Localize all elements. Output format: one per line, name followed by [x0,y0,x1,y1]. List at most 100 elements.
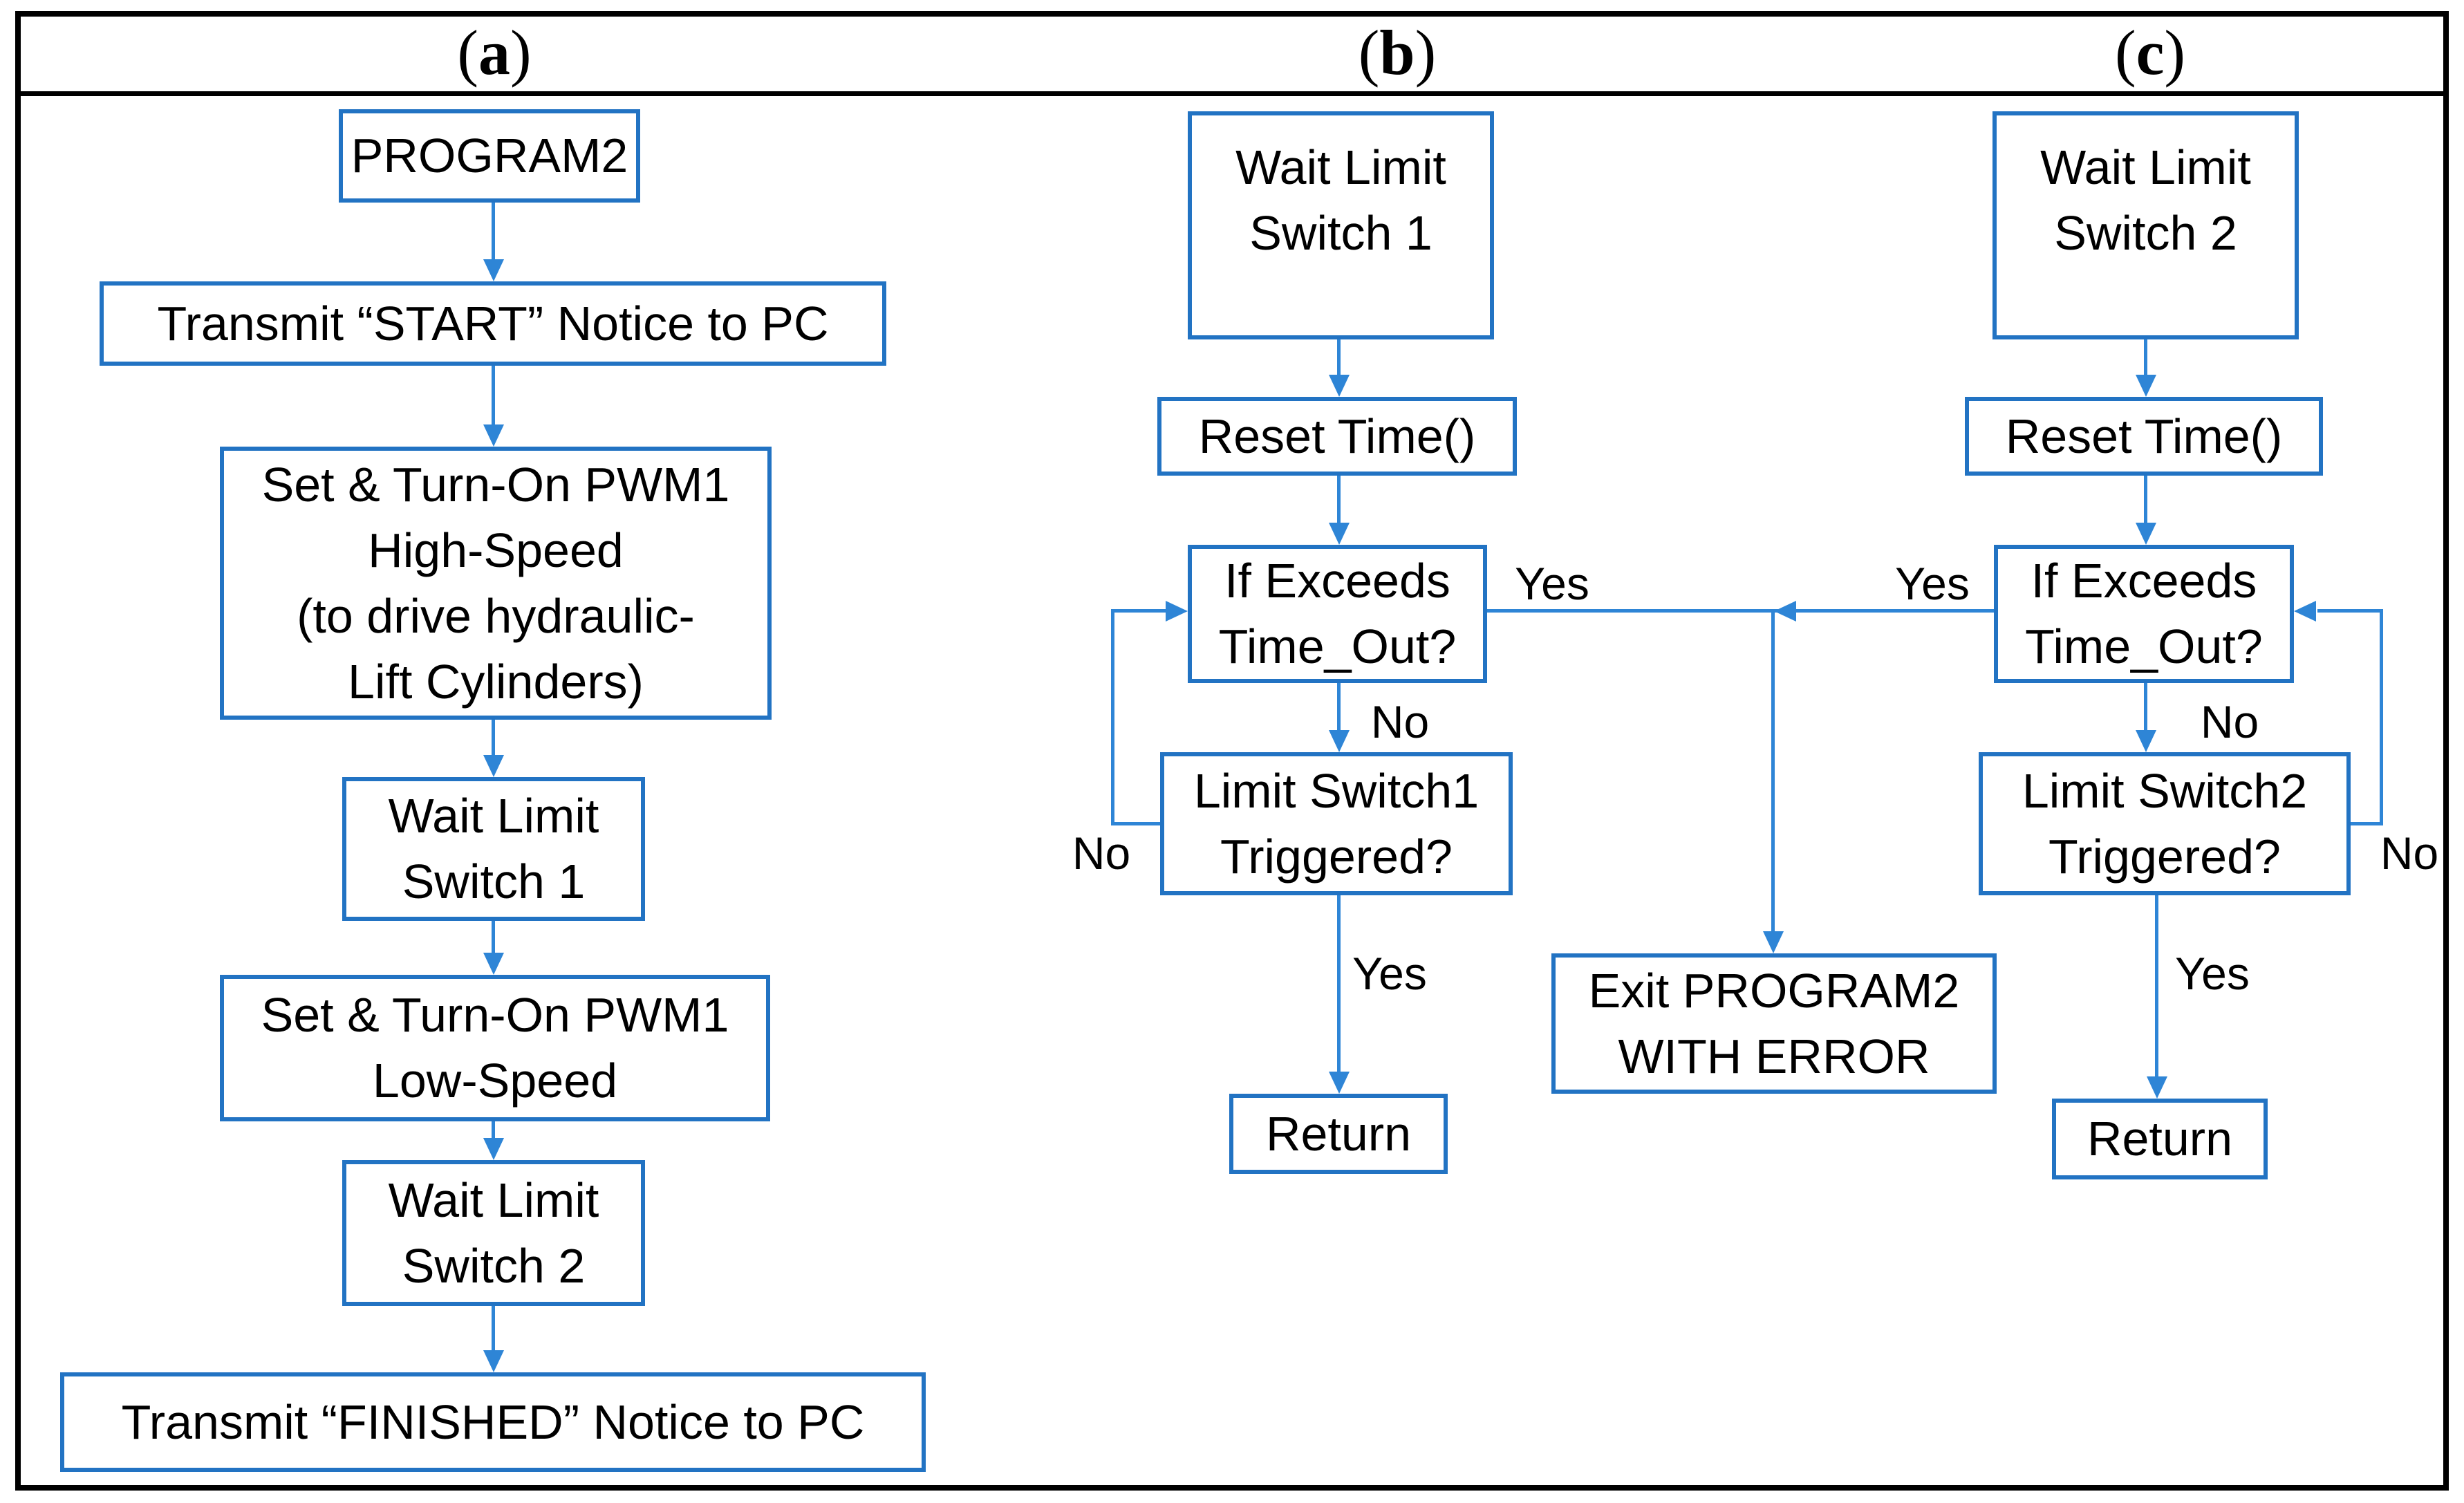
panel-letter-a: a [478,17,510,88]
edge-label-yes-b: Yes [1515,558,1589,609]
arrowhead-c2 [2136,523,2156,545]
arrowhead-b1 [1329,375,1350,397]
node-text: Time_Out? [2025,619,2263,673]
paren-open: ( [1358,17,1380,88]
connector-timeout-yes [1487,609,1994,613]
connector-a6 [492,1306,495,1352]
panel-label-b: (b) [1307,17,1487,88]
connector-a1 [492,203,495,261]
connector-a4 [492,921,495,954]
paren-close: ) [510,17,532,88]
node-if-exceeds-timeout-b: If Exceeds Time_Out? [1188,545,1487,683]
node-limit-switch2-triggered: Limit Switch2 Triggered? [1979,752,2351,895]
panel-letter-c: c [2136,17,2165,88]
connector-a2 [492,366,495,426]
node-transmit-finished: Transmit “FINISHED” Notice to PC [60,1372,926,1472]
connector-a5 [492,1121,495,1139]
arrowhead-timeout-yes-junction [1774,601,1796,622]
node-pwm1-low-speed: Set & Turn-On PWM1 Low-Speed [220,975,770,1121]
connector-c4-yes [2155,895,2158,1076]
node-return-b: Return [1229,1094,1448,1174]
connector-b-loop-top [1111,609,1166,613]
panel-label-a: (a) [404,17,584,88]
arrowhead-exit [1763,931,1784,953]
figure-border [15,11,2449,1491]
arrowhead-a5 [483,1138,504,1160]
header-divider [15,91,2449,96]
node-text: Switch 1 [1249,206,1432,260]
connector-c-loop-bottom [2351,822,2383,825]
arrowhead-b-loop [1166,601,1188,622]
paren-open: ( [457,17,478,88]
node-text: Transmit “FINISHED” Notice to PC [121,1394,865,1449]
connector-c-loop-top [2317,609,2383,613]
node-text: High-Speed [368,523,624,577]
paren-open: ( [2114,17,2136,88]
node-text: Switch 2 [402,1238,586,1293]
node-text: Triggered? [1220,829,1453,884]
node-text: Wait Limit [388,789,599,843]
connector-b-loop-bottom [1111,822,1160,825]
node-text: Low-Speed [372,1054,618,1108]
node-text: If Exceeds [1224,554,1450,608]
edge-label-yes-c: Yes [1895,558,1970,609]
node-limit-switch1-triggered: Limit Switch1 Triggered? [1160,752,1513,895]
node-text: Limit Switch2 [2022,763,2308,818]
node-text: Switch 2 [2054,206,2237,260]
connector-c-loop-vertical [2380,609,2383,825]
arrowhead-b2 [1329,523,1350,545]
edge-label-switch-yes-c: Yes [2175,948,2250,999]
node-wait-limit-switch1-a: Wait Limit Switch 1 [342,777,645,921]
node-text: Return [1265,1106,1412,1161]
edge-label-no-b: No [1370,696,1430,747]
node-text: If Exceeds [2031,554,2257,608]
node-return-c: Return [2052,1099,2268,1179]
arrowhead-b3 [1329,730,1350,752]
arrowhead-c3 [2136,730,2156,752]
node-text: Reset Time() [1198,409,1476,463]
connector-c3-no [2144,683,2147,730]
node-reset-time-c: Reset Time() [1965,397,2323,476]
node-text: Transmit “START” Notice to PC [157,296,829,351]
arrowhead-a4 [483,953,504,975]
edge-label-loop-no-c: No [2380,828,2439,879]
node-reset-time-b: Reset Time() [1157,397,1517,476]
edge-label-loop-no-b: No [1072,828,1131,879]
node-text: Wait Limit [1235,140,1446,194]
node-transmit-start: Transmit “START” Notice to PC [100,281,886,366]
arrowhead-c-loop [2294,601,2316,622]
panel-label-c: (c) [2060,17,2240,88]
edge-label-switch-yes-b: Yes [1352,948,1427,999]
connector-b1 [1337,339,1341,376]
panel-letter-b: b [1379,17,1415,88]
arrowhead-c4 [2147,1076,2167,1099]
node-text: Limit Switch1 [1193,763,1480,818]
paren-close: ) [1415,17,1437,88]
node-if-exceeds-timeout-c: If Exceeds Time_Out? [1994,545,2294,683]
connector-b2 [1337,476,1341,523]
node-text: Set & Turn-On PWM1 [261,457,730,512]
node-text: Exit PROGRAM2 [1588,963,1960,1018]
node-text: Reset Time() [2005,409,2283,463]
node-program2: PROGRAM2 [339,109,640,203]
arrowhead-c1 [2136,375,2156,397]
node-text: WITH ERROR [1618,1029,1930,1083]
connector-b-loop-vertical [1111,609,1114,825]
node-pwm1-high-speed: Set & Turn-On PWM1 High-Speed (to drive … [220,447,772,720]
connector-c2 [2144,476,2147,523]
arrowhead-a6 [483,1350,504,1372]
arrowhead-a2 [483,424,504,447]
node-text: Wait Limit [388,1173,599,1227]
node-text: Lift Cylinders) [348,654,644,709]
connector-c1 [2144,339,2147,376]
arrowhead-a1 [483,259,504,281]
paren-close: ) [2164,17,2186,88]
connector-a3 [492,720,495,756]
node-exit-program2-error: Exit PROGRAM2 WITH ERROR [1551,953,1997,1094]
node-wait-limit-switch1-b: Wait Limit Switch 1 [1188,111,1494,339]
node-text: Return [2087,1112,2233,1166]
node-text: Time_Out? [1218,619,1457,673]
edge-label-no-c: No [2200,696,2259,747]
arrowhead-b4 [1329,1072,1350,1094]
